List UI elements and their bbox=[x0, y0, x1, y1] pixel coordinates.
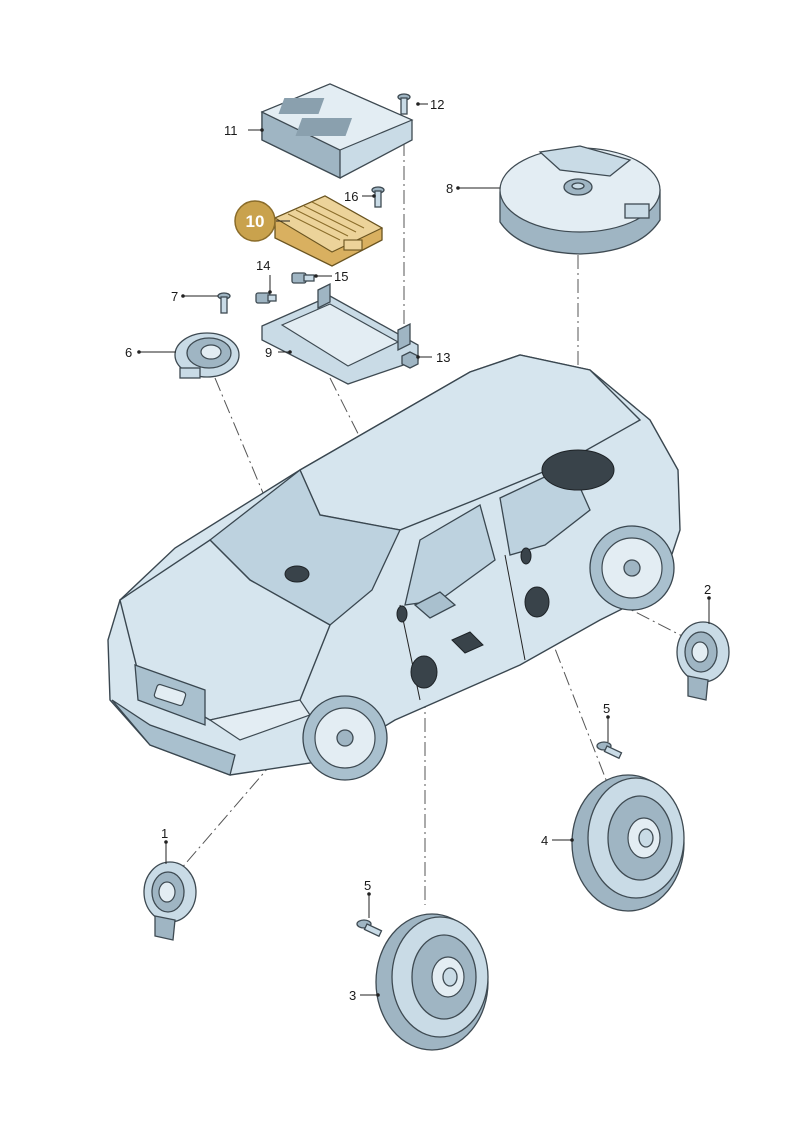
callout-13[interactable]: 13 bbox=[436, 350, 450, 365]
callout-9[interactable]: 9 bbox=[265, 345, 272, 360]
screw-15-icon bbox=[291, 272, 315, 284]
callout-12[interactable]: 12 bbox=[430, 97, 444, 112]
rear-tweeter-mount bbox=[520, 547, 532, 565]
callout-10-label: 10 bbox=[246, 212, 265, 231]
callout-5-upper[interactable]: 5 bbox=[603, 701, 610, 716]
amplifier-bracket bbox=[261, 282, 419, 385]
callout-15[interactable]: 15 bbox=[334, 269, 348, 284]
front-door-speaker-mount bbox=[410, 655, 438, 689]
callout-1[interactable]: 1 bbox=[161, 826, 168, 841]
screw-5-upper-icon bbox=[596, 741, 623, 760]
callout-14[interactable]: 14 bbox=[256, 258, 270, 273]
callout-10-highlighted[interactable]: 10 bbox=[234, 200, 290, 242]
callout-5-lower[interactable]: 5 bbox=[364, 878, 371, 893]
screw-16-icon bbox=[371, 186, 385, 208]
nut-13-icon bbox=[401, 351, 419, 369]
front-tweeter-1 bbox=[143, 861, 197, 941]
door-speaker-3 bbox=[375, 913, 489, 1051]
callout-labels: 11 12 16 8 14 15 7 6 9 13 2 5 4 1 5 3 bbox=[125, 97, 711, 1003]
callout-11[interactable]: 11 bbox=[224, 123, 238, 138]
amplifier-highlighted[interactable] bbox=[273, 195, 384, 267]
callout-2[interactable]: 2 bbox=[704, 582, 711, 597]
callout-6[interactable]: 6 bbox=[125, 345, 132, 360]
screw-12-icon bbox=[397, 93, 411, 115]
front-tweeter-mount bbox=[396, 605, 408, 623]
callout-4[interactable]: 4 bbox=[541, 833, 548, 848]
trunk-speaker-mount bbox=[541, 449, 615, 491]
rear-tweeter-2 bbox=[676, 621, 730, 701]
screw-5-lower-icon bbox=[356, 919, 383, 938]
screw-7-icon bbox=[217, 292, 231, 314]
dash-speaker-6 bbox=[174, 332, 240, 379]
callout-7[interactable]: 7 bbox=[171, 289, 178, 304]
dash-speaker-mount bbox=[284, 565, 310, 583]
callout-leaders bbox=[137, 102, 711, 997]
subwoofer-8 bbox=[499, 145, 661, 255]
door-speaker-4 bbox=[571, 774, 685, 912]
clip-14-icon bbox=[255, 292, 277, 304]
rear-door-speaker-mount bbox=[524, 586, 550, 618]
callout-16[interactable]: 16 bbox=[344, 189, 358, 204]
car-body-illustration bbox=[107, 354, 681, 781]
callout-3[interactable]: 3 bbox=[349, 988, 356, 1003]
amplifier-cover bbox=[260, 83, 414, 180]
amplifier-mount bbox=[451, 631, 484, 654]
callout-8[interactable]: 8 bbox=[446, 181, 453, 196]
